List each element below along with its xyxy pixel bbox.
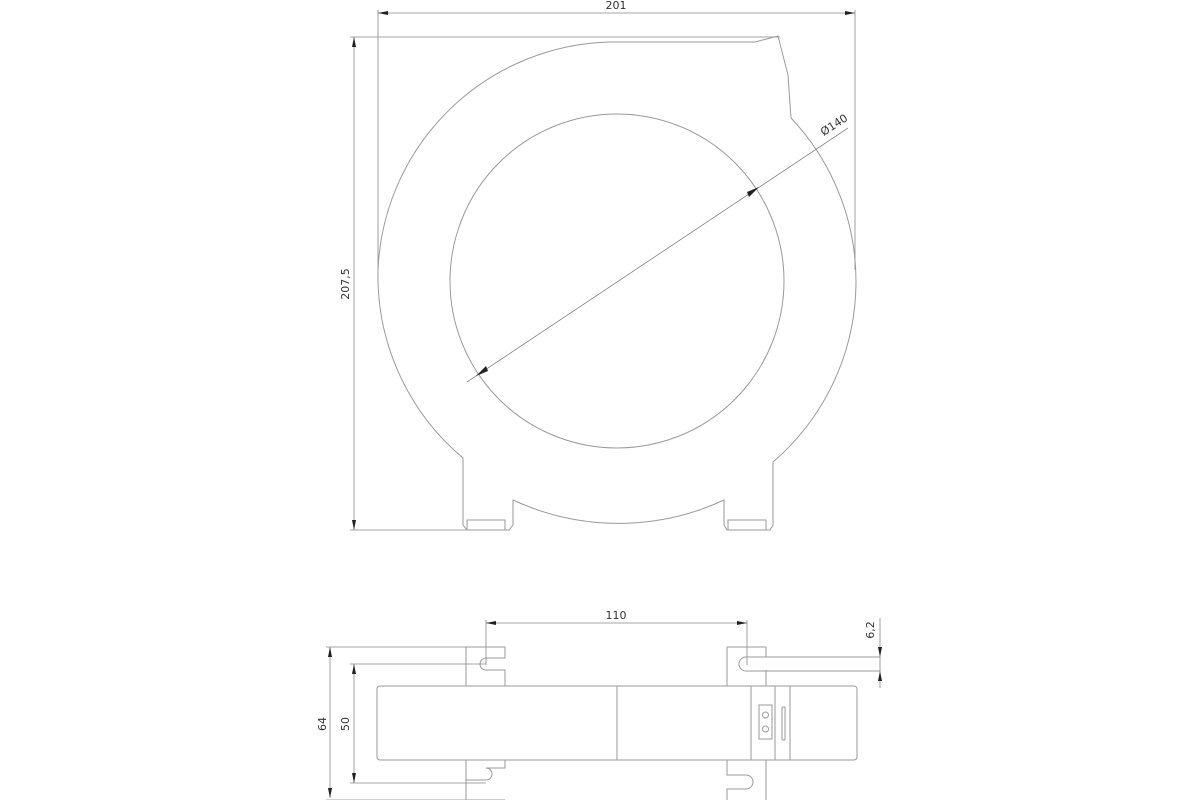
- overall-width-label: 201: [606, 0, 627, 12]
- bracket-left-top: [465, 646, 506, 686]
- indicator-slot: [781, 706, 786, 741]
- mount-foot-left: [466, 519, 506, 531]
- dimension-slot-depth: 50: [339, 663, 486, 784]
- bracket-left-bottom: [465, 760, 506, 800]
- dimension-inner-diameter: Ø140: [466, 112, 850, 383]
- dimension-slot-width: 6,2: [864, 618, 882, 688]
- side-view: 110 6,2: [316, 609, 882, 800]
- dimension-mount-spacing: 110: [485, 609, 748, 665]
- overall-height-label: 207,5: [339, 268, 352, 300]
- dimension-overall-height: 207,5: [339, 36, 780, 531]
- top-view: 201 207,5 Ø140: [339, 0, 857, 531]
- inner-aperture: [449, 113, 785, 449]
- dimension-overall-depth: 64: [316, 646, 466, 800]
- housing-outline: [377, 35, 857, 531]
- terminal-screw-2: [762, 725, 769, 733]
- bracket-right-bottom: [726, 760, 767, 800]
- slot-depth-label: 50: [339, 717, 352, 731]
- bracket-right-top: [726, 646, 880, 686]
- dimension-overall-width: 201: [377, 0, 856, 270]
- overall-depth-label: 64: [316, 717, 329, 731]
- terminal-screw-1: [762, 711, 769, 719]
- terminal-block: [758, 704, 786, 741]
- slot-width-label: 6,2: [864, 621, 877, 639]
- inner-diameter-label: Ø140: [818, 112, 850, 139]
- mount-spacing-label: 110: [606, 609, 627, 622]
- mount-foot-right: [727, 519, 767, 531]
